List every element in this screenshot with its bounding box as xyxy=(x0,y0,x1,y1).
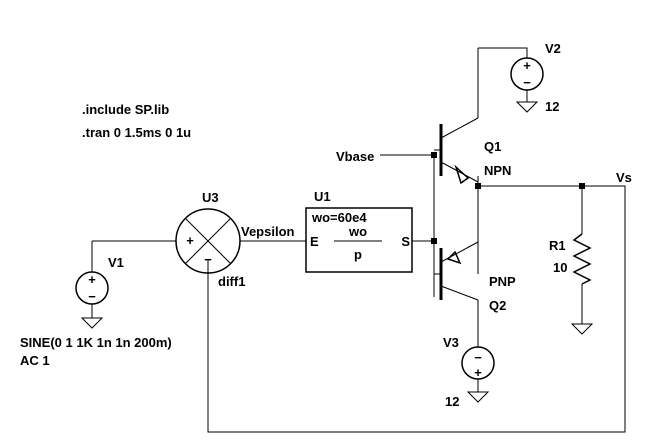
net-vs: Vs xyxy=(616,170,632,185)
q1-name: Q1 xyxy=(484,139,501,154)
junction-base-mid xyxy=(431,238,437,244)
transistor-q2[interactable] xyxy=(434,241,479,301)
transistor-q1[interactable] xyxy=(434,117,479,185)
v3-plus-sign: + xyxy=(474,365,482,380)
ground-v2 xyxy=(515,101,539,113)
resistor-r1[interactable] xyxy=(572,233,592,285)
v1-value-line2: AC 1 xyxy=(20,353,50,368)
v2-name: V2 xyxy=(545,41,561,56)
u3-plus-sign: + xyxy=(186,233,194,248)
q2-emitter-arrow xyxy=(446,250,462,265)
v1-minus-sign: − xyxy=(88,289,96,304)
wire-vs-feedback xyxy=(207,185,626,433)
junction-emitter xyxy=(475,183,481,189)
v3-value: 12 xyxy=(445,394,459,409)
v1-value-line1: SINE(0 1 1K 1n 1n 200m) xyxy=(20,335,172,350)
junctions xyxy=(431,152,585,244)
v1-name: V1 xyxy=(108,255,124,270)
wire-v2-top xyxy=(478,47,528,58)
net-vbase: Vbase xyxy=(336,149,374,164)
v2-minus-sign: − xyxy=(523,75,531,90)
r1-value: 10 xyxy=(553,260,567,275)
u1-denominator: p xyxy=(354,247,362,262)
ground-v3 xyxy=(466,391,490,403)
block-u1[interactable]: wo p E S wo=60e4 xyxy=(305,207,413,273)
v3-minus-sign: − xyxy=(474,350,482,365)
summer-u3[interactable]: + − xyxy=(175,208,241,274)
u3-name: U3 xyxy=(202,190,219,205)
r1-name: R1 xyxy=(549,238,566,253)
ground-v1 xyxy=(80,317,104,329)
v2-value: 12 xyxy=(545,99,559,114)
labels: .include SP.lib .tran 0 1.5ms 0 1u V2 12… xyxy=(20,41,632,409)
q1-type: NPN xyxy=(484,163,511,178)
q2-name: Q2 xyxy=(489,298,506,313)
directive-include: .include SP.lib xyxy=(82,102,169,117)
junction-base-top xyxy=(431,152,437,158)
wires xyxy=(91,47,626,433)
junction-vs xyxy=(579,183,585,189)
voltage-source-v1[interactable]: + − xyxy=(75,271,109,305)
v1-plus-sign: + xyxy=(88,272,96,287)
u3-minus-sign: − xyxy=(204,252,212,267)
directive-tran: .tran 0 1.5ms 0 1u xyxy=(82,125,191,140)
v2-plus-sign: + xyxy=(523,58,531,73)
u1-name: U1 xyxy=(314,189,331,204)
voltage-source-v3[interactable]: − + xyxy=(461,346,495,380)
voltage-source-v2[interactable]: + − xyxy=(510,57,544,91)
u1-port-out: S xyxy=(401,234,410,249)
v3-name: V3 xyxy=(443,335,459,350)
q2-type: PNP xyxy=(489,274,516,289)
ground-r1 xyxy=(570,323,594,335)
u1-port-in: E xyxy=(310,234,319,249)
u3-model: diff1 xyxy=(218,274,245,289)
u1-numerator: wo xyxy=(348,224,367,239)
net-vepsilon: Vepsilon xyxy=(241,224,295,239)
u1-param: wo=60e4 xyxy=(311,210,367,225)
q1-emitter-arrow xyxy=(454,164,470,185)
